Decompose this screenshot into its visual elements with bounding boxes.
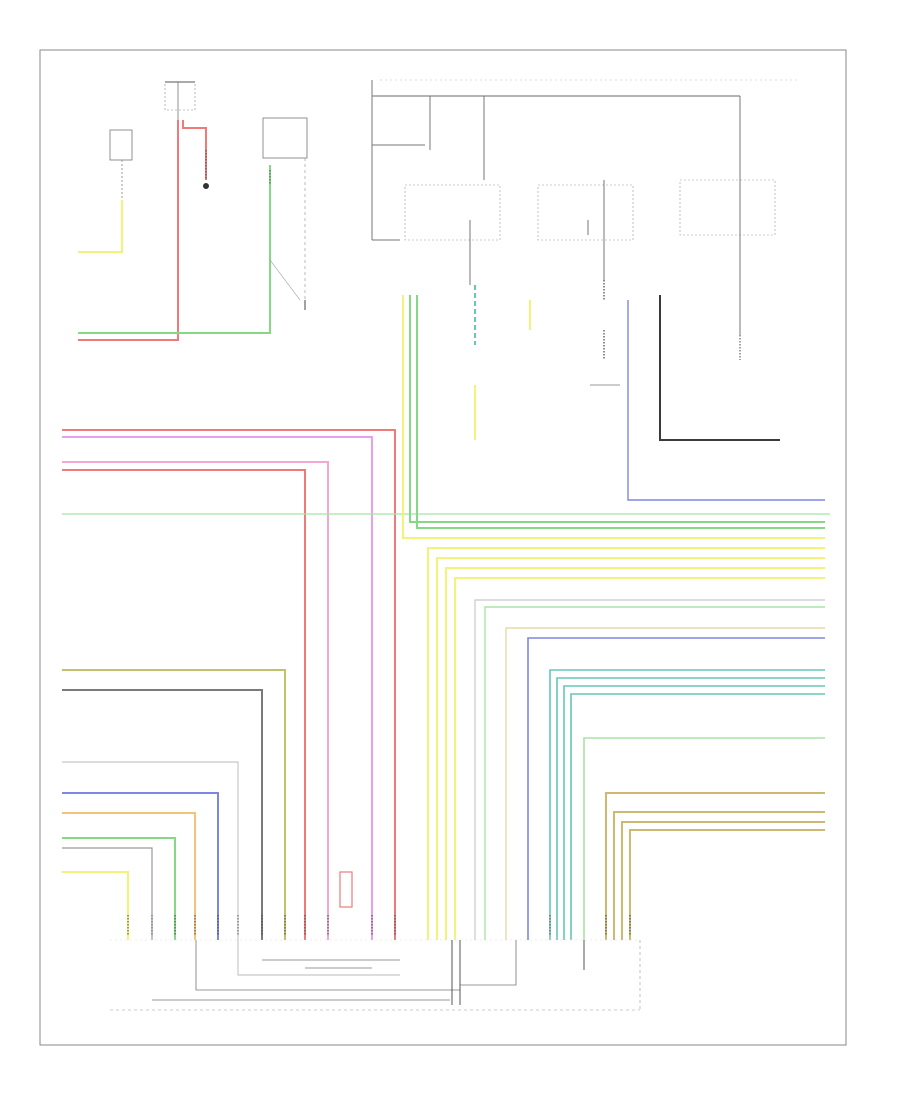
relay-box-2 (537, 184, 634, 241)
wire-green-bottom (62, 837, 176, 940)
wire-gray (62, 689, 263, 940)
wire-violet-main (62, 436, 373, 940)
diagram-frame (39, 49, 847, 1046)
wire-blue-left (62, 792, 219, 940)
wire-lightgreen-r2 (583, 737, 825, 940)
wire-red-left (78, 120, 179, 341)
wire-olive (62, 669, 286, 940)
wire-blue-r2 (527, 637, 825, 940)
wire-yellow-r3 (436, 557, 825, 940)
wire-green-r2 (416, 295, 825, 529)
wire-yellow-r4 (445, 567, 825, 940)
wire-tan-r2 (605, 792, 825, 940)
wire-dgray-bottom (62, 847, 153, 940)
wire-teal-r4 (570, 693, 825, 940)
connector-pins (127, 915, 631, 935)
wire-teal-r1 (549, 669, 825, 940)
wire-tan-r1 (505, 627, 825, 940)
wire-tan-r5 (629, 829, 825, 940)
relay-box-3 (679, 179, 776, 236)
wire-orange-left (62, 812, 196, 940)
wire-lightgray (62, 761, 400, 976)
wire-yellow-r1 (402, 295, 825, 539)
right-runs (402, 295, 825, 940)
wire-lightgray-r (474, 599, 825, 940)
wire-blue-r1 (627, 300, 825, 501)
module-box-center (262, 117, 308, 159)
fuse-box (164, 81, 196, 111)
relay-area (371, 79, 800, 441)
wire-yellow-r2 (427, 547, 825, 940)
top-left-components (78, 81, 308, 341)
wire-green-r1 (409, 295, 825, 523)
wire-dark-right (659, 295, 780, 441)
wire-red-main (62, 429, 396, 940)
wire-yellow-r5 (454, 577, 825, 940)
module-box-left (109, 129, 133, 161)
left-runs (62, 429, 830, 976)
wire-teal-r3 (563, 685, 825, 940)
wire-red-fuse (182, 120, 207, 180)
wire-yellow-bottom (62, 871, 129, 940)
wire-teal-r2 (556, 677, 825, 940)
wire-pink-1 (62, 461, 329, 940)
wire-lightgreen-r (484, 606, 825, 940)
wire-tan-r4 (621, 821, 825, 940)
wire-tan-r3 (613, 811, 825, 940)
bottom-connector (110, 871, 641, 1011)
wire-red-2 (62, 469, 306, 940)
relay-box-1 (404, 184, 501, 241)
wire-yellow-top (78, 200, 123, 253)
wire-green-left (78, 165, 271, 334)
